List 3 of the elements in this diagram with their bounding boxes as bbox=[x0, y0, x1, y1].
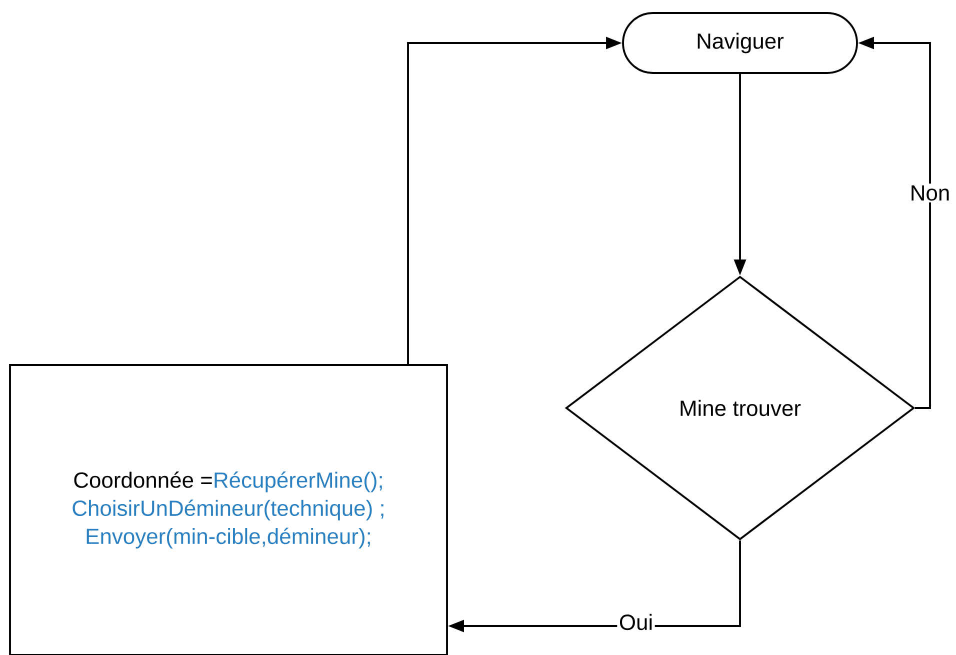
edge-label: Oui bbox=[617, 612, 655, 632]
edge-label: Non bbox=[908, 184, 952, 202]
process-box: Coordonnée =RécupérerMine(); ChoisirUnDémineur(technique) ; Envoyer(min-cible,démineur); bbox=[9, 364, 448, 655]
